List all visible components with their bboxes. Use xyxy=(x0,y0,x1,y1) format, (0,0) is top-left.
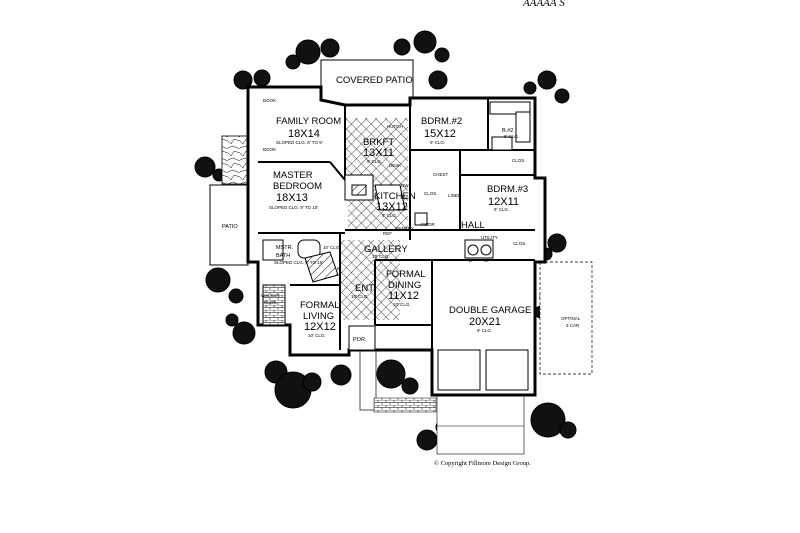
utility-name: UTILITY xyxy=(481,235,498,240)
master-bedroom-dim: 18X13 xyxy=(276,192,308,204)
optional-garage xyxy=(539,261,593,375)
covered-patio-label: COVERED PATIO xyxy=(336,75,413,86)
fixtures xyxy=(262,101,531,326)
mstr-bath-name: MSTR. xyxy=(276,245,294,251)
double-garage-name: DOUBLE GARAGE xyxy=(449,305,531,316)
annotations: BOOK BOOK CLOS. CLOS. CLOS. CHEST LINEN … xyxy=(261,98,527,305)
bdrm3-name: BDRM.#3 xyxy=(487,184,528,195)
ref-label: REF xyxy=(383,231,392,236)
mstr-bath-note: SLOPED CLG. 9' TO 10' xyxy=(274,260,323,265)
patio-label: PATIO xyxy=(222,224,238,230)
formal-living-name: FORMAL xyxy=(300,300,340,311)
bdrm3-dim: 12X11 xyxy=(488,196,519,208)
optional-car-label: OPTINAL xyxy=(561,316,581,321)
patio xyxy=(209,184,249,266)
formal-dining-name: FORMAL xyxy=(386,269,426,280)
bath2-note: 8' CLG. xyxy=(504,134,519,139)
family-room-note: SLOPED CLG. 8' TO 9' xyxy=(276,140,323,145)
walk-in-clos-label: CLOS. xyxy=(264,300,278,305)
gallery-note: 10' CLG. xyxy=(372,254,390,259)
brkft-name: BRKFT xyxy=(363,137,394,148)
optional-car-label-2: 3 CAR xyxy=(566,323,580,328)
clg-10-label: 10' CLG. xyxy=(323,245,341,250)
d-label: D xyxy=(469,258,473,263)
bdrm2-name: BDRM.#2 xyxy=(421,116,462,127)
family-room-name: FAMILY ROOM xyxy=(276,116,341,127)
formal-living-name-2: LIVING xyxy=(303,311,334,322)
in-label: IN xyxy=(337,266,342,271)
walk-in-label: WALK-IN xyxy=(261,293,280,298)
pantry-label: PANTRY xyxy=(396,226,414,231)
closet-1-label: CLOS. xyxy=(424,191,438,196)
formal-living-note: 10' CLG. xyxy=(308,333,326,338)
bdrm2-note: 9' CLG. xyxy=(430,140,445,145)
family-room-dim: 18X14 xyxy=(288,128,320,140)
gallery-name: GALLERY xyxy=(364,244,408,255)
porch-label: POR. xyxy=(353,337,367,343)
ent-note: 10' CLG. xyxy=(351,294,369,299)
master-bedroom-name: MASTER xyxy=(273,170,313,181)
pwdr-label: PWDR xyxy=(421,222,435,227)
room-labels: FAMILY ROOM 18X14 SLOPED CLG. 8' TO 9' B… xyxy=(269,116,531,338)
book-lower-label: BOOK xyxy=(263,147,276,152)
kitchen-note: 9' CLG. xyxy=(382,213,397,218)
garage-doors xyxy=(437,349,529,391)
brkft-note: 9' CLG. xyxy=(367,159,382,164)
hutch-label: HUTCH xyxy=(387,124,403,129)
closet-3-label: CLOS. xyxy=(512,158,526,163)
w-label: W xyxy=(484,258,489,263)
mstr-bath-name-2: BATH xyxy=(276,253,290,259)
formal-living-dim: 12X12 xyxy=(304,321,336,333)
linen-label: LINEN xyxy=(448,193,461,198)
porch xyxy=(348,325,376,351)
fireplace-hearth xyxy=(221,135,249,185)
master-bedroom-name-2: BEDROOM xyxy=(273,181,322,192)
interior-walls xyxy=(257,98,535,395)
brkft-dim: 13X11 xyxy=(363,147,394,159)
hall-name: HALL xyxy=(461,220,485,231)
formal-dining-note: 10' CLG. xyxy=(393,302,411,307)
bdrm3-note: 9' CLG. xyxy=(494,207,509,212)
desk-label: DESK xyxy=(389,163,401,168)
corner-text: ÁÁÁÁÁ S xyxy=(522,0,565,9)
ent-name: ENT xyxy=(355,283,374,294)
front-walk xyxy=(359,349,377,411)
formal-dining-name-2: DINING xyxy=(388,280,421,291)
copyright-text: © Copyright Fillmore Design Group. xyxy=(434,460,531,467)
closet-2-label: CLOS. xyxy=(513,241,527,246)
walkway-brick xyxy=(373,397,437,413)
gallery-floor xyxy=(340,240,400,320)
dw-label: DW xyxy=(401,183,409,188)
book-upper-label: BOOK xyxy=(263,98,276,103)
bath2-name: B.#2 xyxy=(502,128,513,134)
bdrm2-dim: 15X12 xyxy=(424,128,456,140)
kitchen-name: KITCHEN xyxy=(374,191,416,202)
double-garage-note: 9' CLG. xyxy=(477,328,492,333)
covered-patio xyxy=(320,59,414,106)
breakfast-floor xyxy=(345,118,408,180)
driveway xyxy=(436,391,525,455)
kitchen-dim: 13X12 xyxy=(376,201,408,213)
master-bedroom-note: SLOPED CLG. 9' TO 10' xyxy=(269,205,318,210)
chest-label: CHEST xyxy=(433,172,449,177)
formal-dining-dim: 11X12 xyxy=(388,290,419,302)
double-garage-dim: 20X21 xyxy=(469,316,501,328)
